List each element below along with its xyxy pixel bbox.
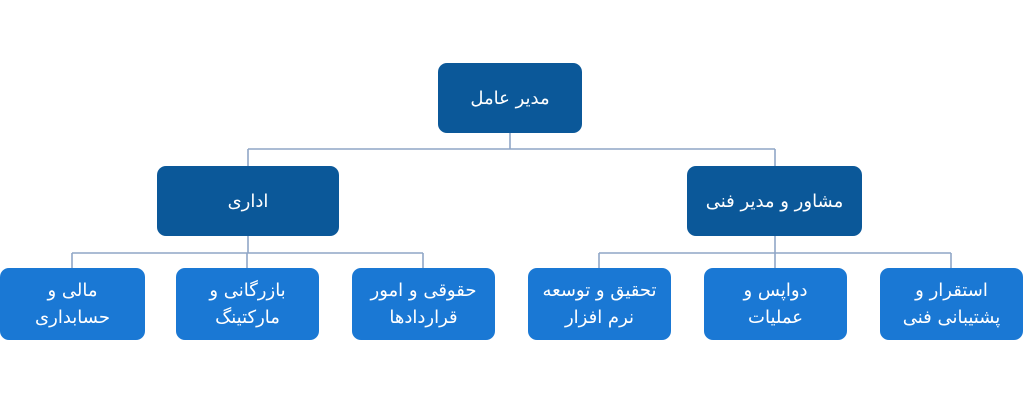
admin-label: اداری — [227, 190, 269, 212]
deployment-support-box: استقرار و پشتیبانی فنی — [880, 268, 1023, 340]
rnd-label: تحقیق و توسعه نرم افزار — [542, 280, 657, 328]
rnd-box: تحقیق و توسعه نرم افزار — [528, 268, 671, 340]
legal-contracts-box: حقوقی و امور قراردادها — [352, 268, 495, 340]
tech-label: مشاور و مدیر فنی — [705, 190, 844, 212]
tech-box: مشاور و مدیر فنی — [687, 166, 862, 236]
finance-box: مالی و حسابداری — [0, 268, 145, 340]
devops-label: دواپس و عملیات — [743, 280, 808, 328]
admin-box: اداری — [157, 166, 339, 236]
deployment-support-label: استقرار و پشتیبانی فنی — [902, 280, 1001, 328]
devops-box: دواپس و عملیات — [704, 268, 847, 340]
legal-contracts-label: حقوقی و امور قراردادها — [370, 280, 477, 328]
finance-label: مالی و حسابداری — [35, 280, 110, 328]
marketing-label: بازرگانی و مارکتینگ — [209, 280, 286, 328]
marketing-box: بازرگانی و مارکتینگ — [176, 268, 319, 340]
ceo-label: مدیر عامل — [470, 87, 550, 109]
ceo-box: مدیر عامل — [438, 63, 582, 133]
